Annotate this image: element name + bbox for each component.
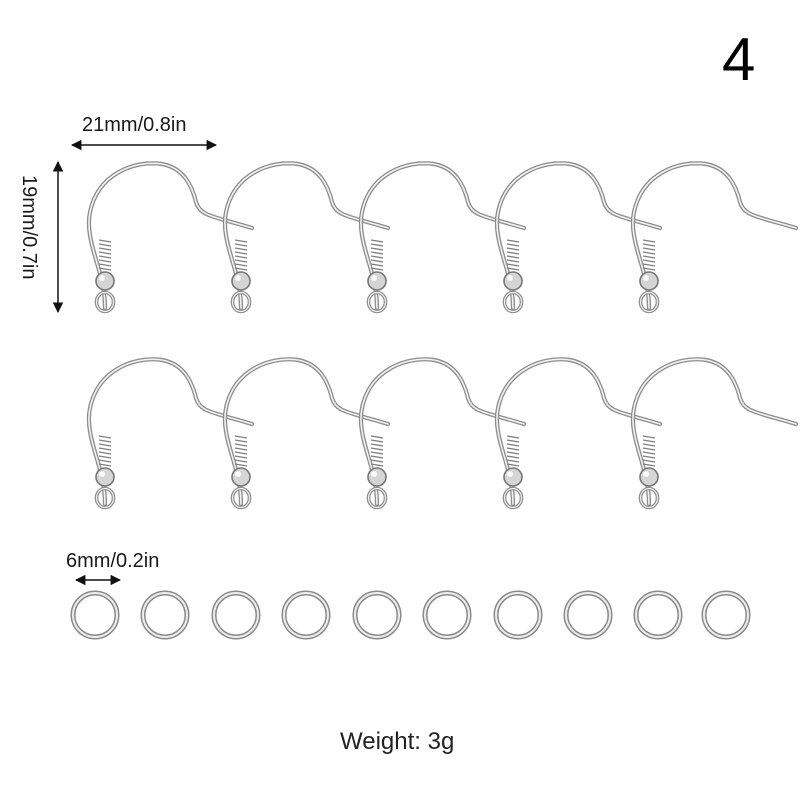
earring-hook [633, 163, 796, 311]
jump-ring [704, 593, 748, 637]
hook-width-label: 21mm/0.8in [82, 114, 187, 136]
jump-ring [425, 593, 469, 637]
jump-ring [284, 593, 328, 637]
weight-label: Weight: 3g [340, 728, 455, 755]
jump-ring [214, 593, 258, 637]
ring-diameter-label: 6mm/0.2in [66, 550, 160, 572]
jump-ring [636, 593, 680, 637]
jump-ring [143, 593, 187, 637]
jump-ring [496, 593, 540, 637]
jump-ring [73, 593, 117, 637]
hook-height-label: 19mm/0.7in [18, 175, 40, 280]
earring-hook [633, 359, 796, 507]
jump-ring [566, 593, 610, 637]
corner-number: 4 [722, 26, 756, 93]
jump-ring [355, 593, 399, 637]
